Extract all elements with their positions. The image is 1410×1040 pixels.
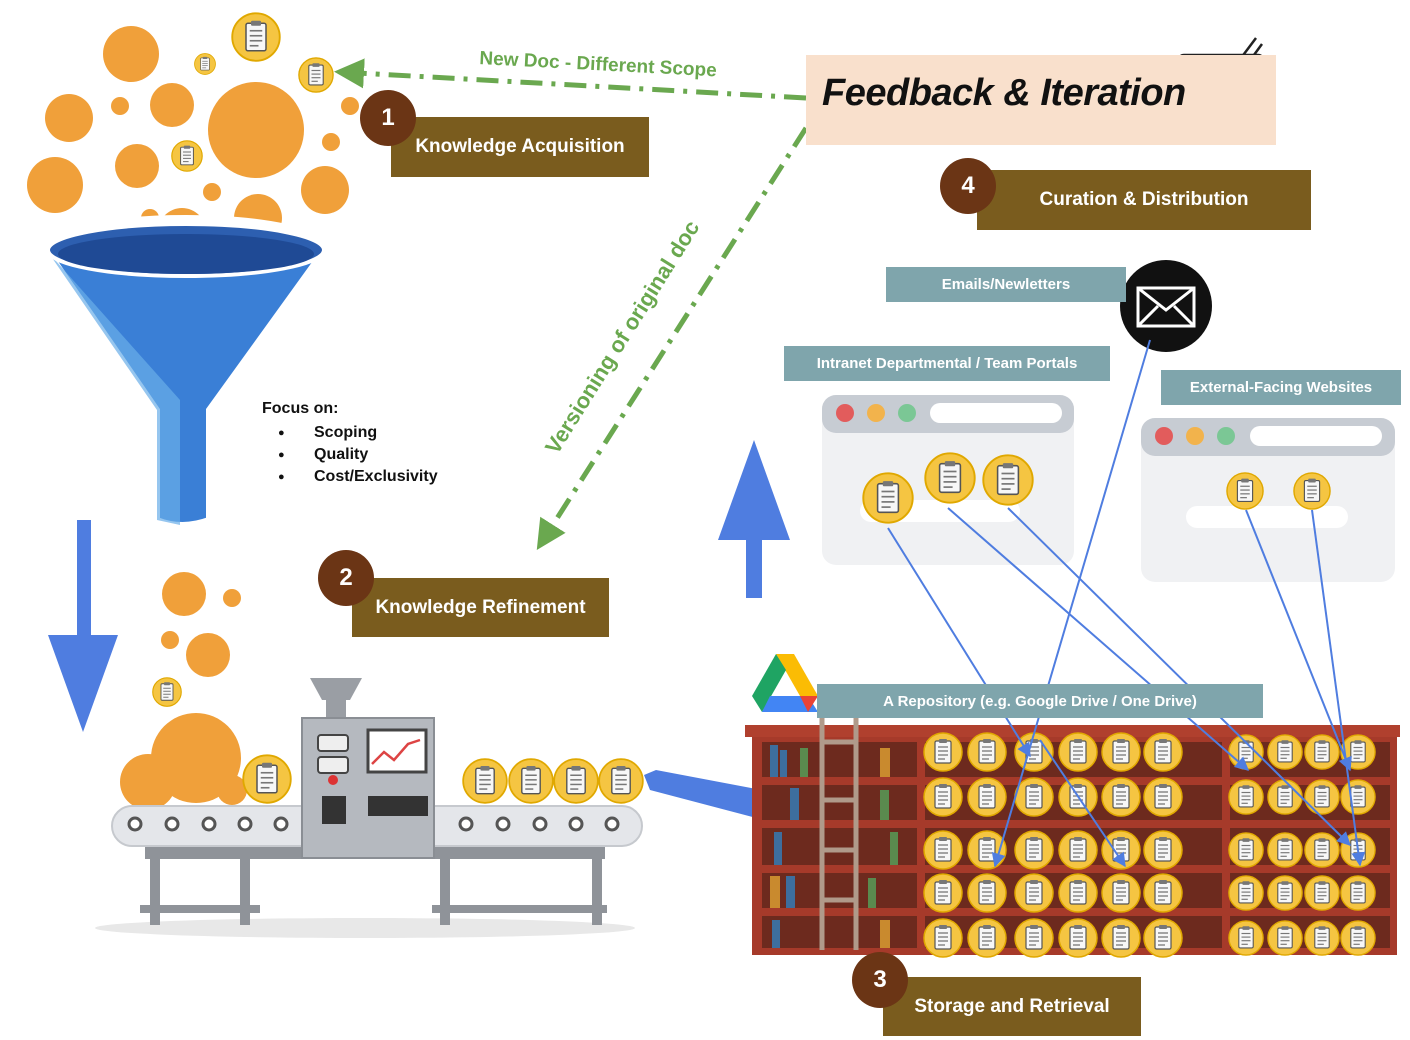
document-icon (924, 452, 976, 504)
document-icon (967, 873, 1007, 913)
stage-4-badge: 4 (940, 158, 996, 214)
document-icon (1228, 875, 1264, 911)
document-icon (1101, 873, 1141, 913)
intranet-label: Intranet Departmental / Team Portals (784, 346, 1110, 381)
document-icon (1340, 920, 1376, 956)
stage-2-badge: 2 (318, 550, 374, 606)
document-icon (1267, 875, 1303, 911)
document-icon (1143, 873, 1183, 913)
document-icon (598, 758, 644, 804)
document-icon (1058, 732, 1098, 772)
document-icon (1101, 830, 1141, 870)
focus-heading: Focus on: (262, 400, 339, 417)
document-icon (462, 758, 508, 804)
document-icon (1101, 918, 1141, 958)
browser-window-icon (1141, 418, 1395, 582)
feedback-box (806, 55, 1276, 145)
document-icon (1267, 920, 1303, 956)
document-icon (1101, 777, 1141, 817)
document-icon (862, 472, 914, 524)
document-icon (967, 918, 1007, 958)
emails-label: Emails/Newletters (886, 267, 1126, 302)
document-icon (1143, 732, 1183, 772)
document-icon (967, 732, 1007, 772)
focus-item: Quality (278, 444, 438, 466)
document-icon (1143, 918, 1183, 958)
feedback-title: Feedback & Iteration (822, 72, 1186, 114)
document-icon (1014, 918, 1054, 958)
document-icon (508, 758, 554, 804)
document-icon (923, 777, 963, 817)
document-icon (152, 677, 182, 707)
document-icon (1228, 920, 1264, 956)
document-icon (1304, 832, 1340, 868)
document-icon (1101, 732, 1141, 772)
document-icon (1226, 472, 1264, 510)
document-icon (171, 140, 203, 172)
repository-label: A Repository (e.g. Google Drive / One Dr… (817, 684, 1263, 718)
document-icon (1228, 734, 1264, 770)
document-icon (1340, 875, 1376, 911)
document-icon (1014, 777, 1054, 817)
document-icon (1058, 830, 1098, 870)
funnel-icon (41, 215, 331, 528)
document-icon (923, 918, 963, 958)
focus-item: Cost/Exclusivity (278, 466, 437, 488)
stage-3-badge: 3 (852, 952, 908, 1008)
document-icon (923, 873, 963, 913)
down-arrow (48, 520, 118, 732)
document-icon (1340, 779, 1376, 815)
document-icon (1267, 734, 1303, 770)
stage-3-label: Storage and Retrieval (883, 977, 1141, 1036)
document-icon (1267, 832, 1303, 868)
document-icon (1058, 918, 1098, 958)
document-icon (1143, 777, 1183, 817)
document-icon (298, 57, 334, 93)
document-icon (1267, 779, 1303, 815)
document-icon (923, 830, 963, 870)
retrieval-links (887, 339, 1366, 868)
document-icon (1304, 734, 1340, 770)
stage-4-label: Curation & Distribution (977, 170, 1311, 230)
up-arrow (718, 440, 790, 598)
document-icon (231, 12, 281, 62)
refinement-bubbles (120, 572, 247, 810)
stage-1-label: Knowledge Acquisition (391, 117, 649, 177)
document-icon (242, 754, 292, 804)
document-icon (1014, 873, 1054, 913)
focus-item: Scoping (278, 422, 438, 444)
document-icon (1304, 875, 1340, 911)
document-icon (1304, 920, 1340, 956)
document-icon (967, 777, 1007, 817)
external-label: External-Facing Websites (1161, 370, 1401, 405)
conveyor-machine-icon (95, 678, 643, 938)
document-icon (194, 53, 216, 75)
document-icon (1304, 779, 1340, 815)
stage-1-badge: 1 (360, 90, 416, 146)
focus-list: Focus on: Scoping Quality Cost/Exclusivi… (262, 400, 438, 488)
document-icon (982, 454, 1034, 506)
document-icon (1058, 873, 1098, 913)
document-icon (553, 758, 599, 804)
google-drive-icon (752, 654, 818, 712)
feedback-arrows (334, 58, 809, 551)
document-icon (1014, 830, 1054, 870)
stage-2-label: Knowledge Refinement (352, 578, 609, 637)
envelope-icon (1120, 260, 1212, 352)
document-icon (1293, 472, 1331, 510)
document-icon (1143, 830, 1183, 870)
document-icon (1228, 832, 1264, 868)
document-icon (1228, 779, 1264, 815)
document-icon (923, 732, 963, 772)
